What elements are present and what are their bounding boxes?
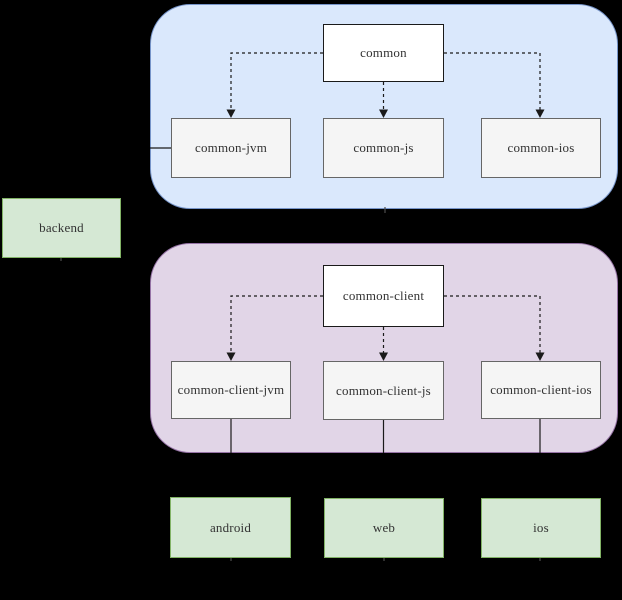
node-common-js: common-js [323,118,444,178]
node-common-client-ios-label: common-client-ios [490,382,592,397]
node-common-ios: common-ios [481,118,601,178]
node-common: common [323,24,444,82]
node-web-label: web [372,520,396,535]
node-android: android [170,497,291,558]
node-ios: ios [481,498,601,558]
node-common-js-label: common-js [353,140,414,155]
node-common-client-js: common-client-js [323,361,444,420]
arrowhead-common-to-common-ios [535,109,545,118]
node-common-client-jvm: common-client-jvm [171,361,291,419]
node-common-label: common [360,45,407,60]
node-common-client-js-label: common-client-js [336,382,431,398]
node-common-ios-label: common-ios [507,140,575,155]
node-common-client-jvm-label: common-client-jvm [177,382,285,397]
arrowhead-common-to-common-jvm [226,109,236,118]
arrowhead-common-to-common-js [379,109,388,118]
node-common-jvm-label: common-jvm [194,140,268,155]
node-backend-label: backend [39,220,84,235]
node-common-client-ios: common-client-ios [481,361,601,419]
arrowhead-common-client-to-client-ios [535,352,545,361]
edge-common-client-to-client-jvm [230,295,323,353]
edge-common-to-common-jvm [230,52,323,110]
node-ios-label: ios [533,520,549,535]
node-web: web [324,498,444,558]
node-common-client-label: common-client [342,288,425,303]
node-backend: backend [2,198,121,258]
node-common-jvm: common-jvm [171,118,291,178]
node-common-client: common-client [323,265,444,327]
node-android-label: android [209,519,252,535]
edge-common-client-to-client-ios [444,295,541,353]
arrowhead-common-client-to-client-js [379,352,388,361]
edge-common-to-common-ios [444,52,541,110]
arrowhead-common-client-to-client-jvm [226,352,236,361]
